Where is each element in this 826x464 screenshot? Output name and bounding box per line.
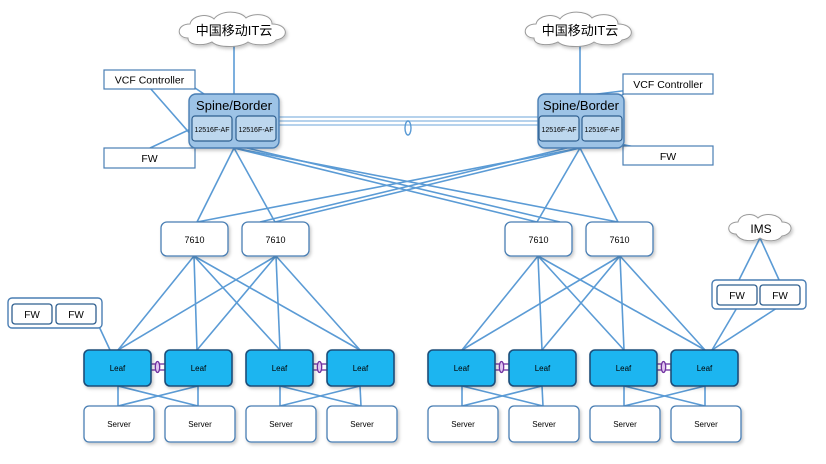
- linecard-left-1: [191, 115, 233, 142]
- server-7-label: Server: [613, 420, 637, 429]
- linecard-right-1: [538, 115, 580, 142]
- linecard-right-2: [581, 115, 623, 142]
- agg-7610-1: 7610: [160, 221, 229, 257]
- server-2-label: Server: [188, 420, 212, 429]
- leaf-2-label: Leaf: [191, 364, 207, 373]
- agg-7610-3-label: 7610: [528, 235, 548, 245]
- leaf-5: Leaf: [427, 349, 496, 387]
- spine-left-label: Spine/Border: [196, 98, 273, 113]
- linecard-left-1-label: 12516F-AF: [194, 127, 229, 134]
- cloud-left-label: 中国移动IT云: [196, 23, 273, 38]
- agg-7610-4-label: 7610: [609, 235, 629, 245]
- server-1: Server: [83, 405, 155, 443]
- leaf-2: Leaf: [164, 349, 233, 387]
- server-5: Server: [427, 405, 499, 443]
- ims-label: IMS: [750, 222, 771, 236]
- linecard-left-2-label: 12516F-AF: [238, 127, 273, 134]
- agg-7610-2-label: 7610: [265, 235, 285, 245]
- fw-right-2-label: FW: [772, 291, 788, 302]
- fw-right-2: [759, 284, 801, 306]
- server-8: Server: [670, 405, 742, 443]
- server-8-label: Server: [694, 420, 718, 429]
- server-6-label: Server: [532, 420, 556, 429]
- leaf-8-label: Leaf: [697, 364, 713, 373]
- vcf-controller-left-label: VCF Controller: [115, 75, 185, 87]
- agg-7610-1-label: 7610: [184, 235, 204, 245]
- leaf-7: Leaf: [589, 349, 658, 387]
- leaf-4: Leaf: [326, 349, 395, 387]
- leaf-8: Leaf: [670, 349, 739, 387]
- vcf-controller-right: VCF Controller: [622, 73, 714, 95]
- linecard-right-1-label: 12516F-AF: [541, 127, 576, 134]
- leaf-3: Leaf: [245, 349, 314, 387]
- server-3: Server: [245, 405, 317, 443]
- server-3-label: Server: [269, 420, 293, 429]
- fw-left-1: [11, 303, 53, 325]
- agg-7610-3: 7610: [504, 221, 573, 257]
- fw-top-right: FW: [622, 145, 714, 166]
- spine-interconnect: [278, 116, 540, 136]
- spine-right-label: Spine/Border: [543, 98, 620, 113]
- fw-right-1: [716, 284, 758, 306]
- leaf-peer-links: [150, 360, 671, 374]
- fw-left-1-label: FW: [24, 310, 40, 321]
- cloud-left: 中国移动IT云: [178, 11, 286, 47]
- vcf-controller-right-label: VCF Controller: [633, 79, 703, 91]
- leaf-7-label: Leaf: [616, 364, 632, 373]
- spine-border-left: Spine/Border 12516F-AF 12516F-AF: [188, 93, 280, 149]
- leaf-1-label: Leaf: [110, 364, 126, 373]
- fw-pair-right: FW FW: [711, 279, 807, 310]
- fw-left-2-label: FW: [68, 310, 84, 321]
- server-4-label: Server: [350, 420, 374, 429]
- leaf-4-label: Leaf: [353, 364, 369, 373]
- vcf-controller-left: VCF Controller: [103, 69, 196, 90]
- leaf-5-label: Leaf: [454, 364, 470, 373]
- server-4: Server: [326, 405, 398, 443]
- linecard-right-2-label: 12516F-AF: [584, 127, 619, 134]
- fw-top-left-label: FW: [141, 153, 157, 165]
- leaf-6: Leaf: [508, 349, 577, 387]
- fw-top-left: FW: [103, 147, 196, 169]
- fw-left-2: [55, 303, 97, 325]
- fw-right-1-label: FW: [729, 291, 745, 302]
- linecard-left-2: [235, 115, 277, 142]
- agg-7610-4: 7610: [585, 221, 654, 257]
- cloud-right: 中国移动IT云: [524, 11, 632, 47]
- agg-7610-2: 7610: [241, 221, 310, 257]
- server-2: Server: [164, 405, 236, 443]
- server-5-label: Server: [451, 420, 475, 429]
- leaf-1: Leaf: [83, 349, 152, 387]
- cloud-right-label: 中国移动IT云: [542, 23, 619, 38]
- cloud-ims: IMS: [728, 214, 792, 242]
- spine-border-right: Spine/Border 12516F-AF 12516F-AF: [537, 93, 625, 149]
- leaf-3-label: Leaf: [272, 364, 288, 373]
- server-7: Server: [589, 405, 661, 443]
- fw-top-right-label: FW: [660, 151, 676, 163]
- server-1-label: Server: [107, 420, 131, 429]
- fw-pair-left: FW FW: [7, 297, 103, 329]
- leaf-6-label: Leaf: [535, 364, 551, 373]
- server-6: Server: [508, 405, 580, 443]
